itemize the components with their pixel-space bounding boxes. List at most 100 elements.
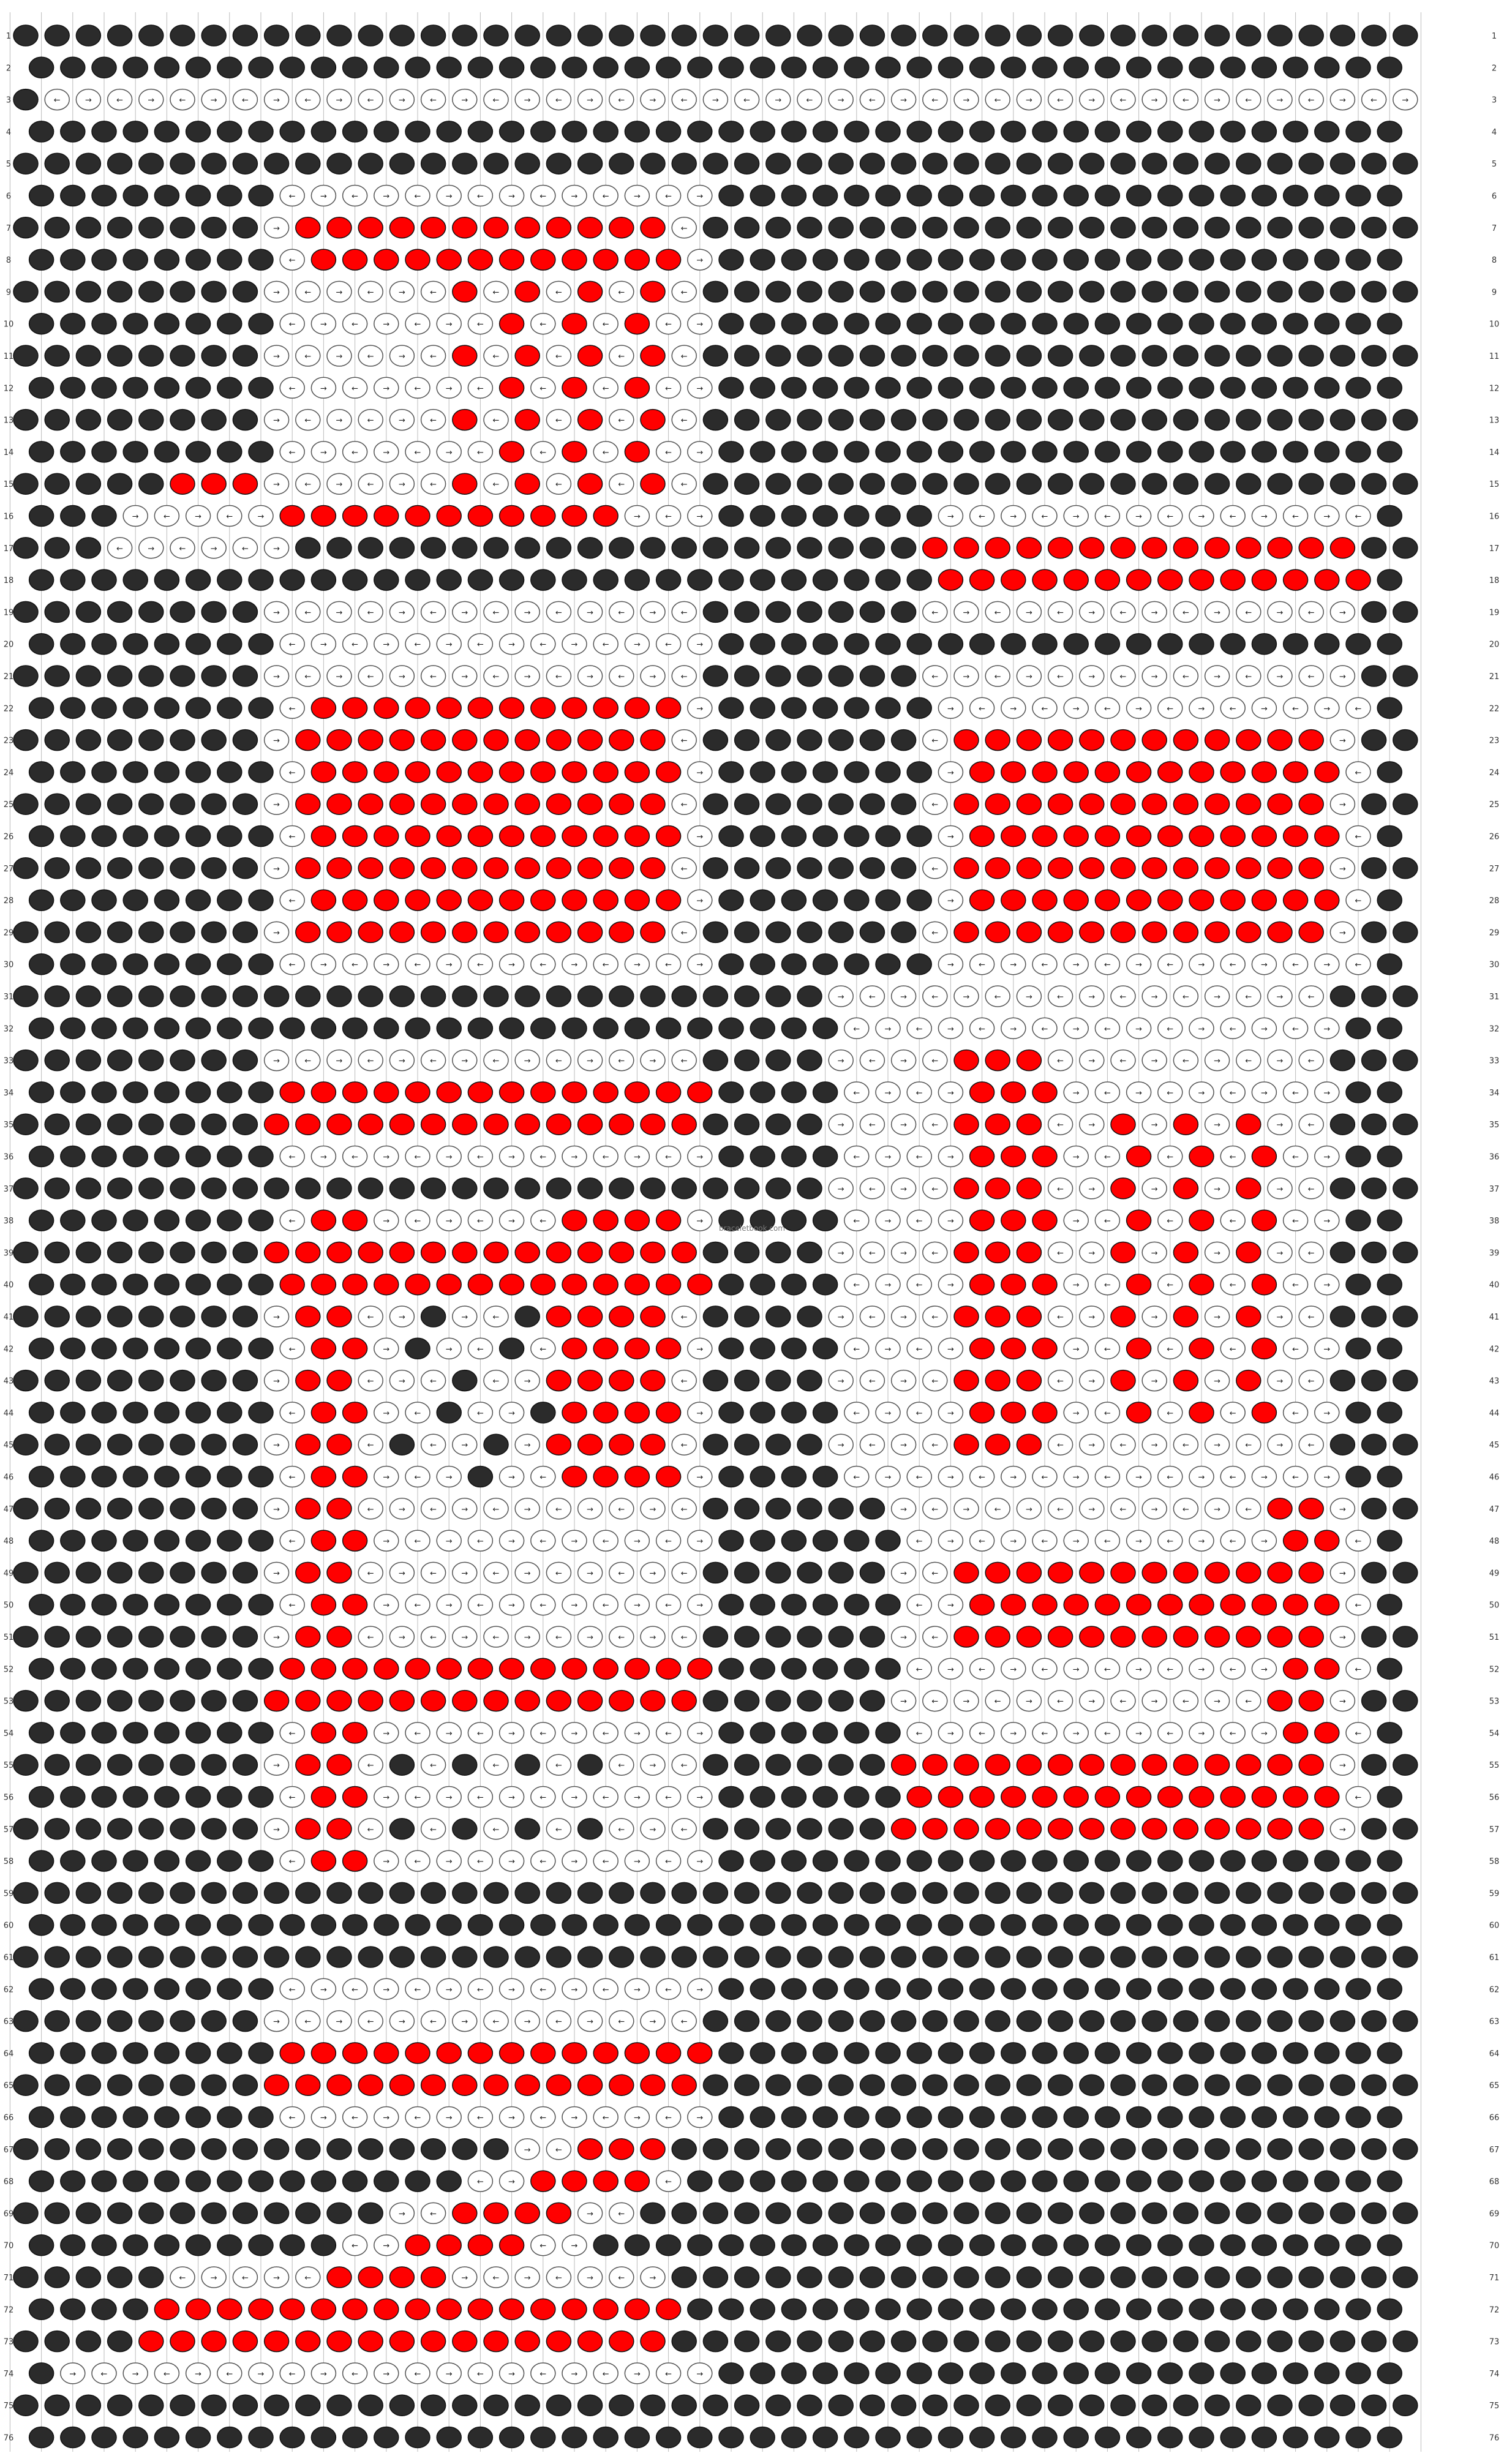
knot [405,1658,431,1680]
knot [781,1786,807,1808]
knot-arrow-icon: → [1261,1665,1268,1674]
knot [1016,1305,1042,1328]
knot [609,473,634,495]
knot [358,1946,383,1968]
knot-arrow-icon: ← [1245,1697,1252,1707]
knot [985,217,1010,239]
knot [1063,825,1089,847]
knot [1063,697,1089,719]
knot [1393,152,1418,175]
knot [13,408,39,431]
knot [687,1850,713,1872]
knot-arrow-icon: → [258,513,265,522]
row-number-right: 35 [1489,1121,1500,1130]
knot [170,152,195,175]
knot [1079,601,1105,623]
knot-arrow-icon: → [508,1857,515,1866]
knot [985,345,1010,367]
knot [1173,1946,1199,1968]
knot-arrow-icon: → [69,2370,76,2379]
knot [1220,1786,1246,1808]
knot [671,2074,697,2096]
knot [60,56,86,79]
knot [1157,1465,1183,1488]
row-number-left: 43 [4,1377,14,1386]
knot [969,1402,995,1424]
knot [906,2170,932,2192]
knot [185,761,211,783]
knot [467,1017,494,1040]
knot [546,2266,572,2288]
knot [1220,1209,1246,1231]
knot [765,1818,791,1840]
knot [1267,1498,1293,1520]
knot [577,280,603,303]
knot [750,1145,775,1168]
knot-arrow-icon: ← [289,896,296,906]
knot [358,793,383,815]
knot [310,1722,337,1744]
knot [953,2074,979,2096]
knot-arrow-icon: ← [367,1825,374,1835]
knot [546,1689,572,1712]
knot [1282,1530,1309,1552]
row-number-left: 24 [4,768,14,778]
knot [342,1145,368,1168]
knot [906,2362,932,2384]
knot [185,825,211,847]
knot [1047,1113,1073,1135]
knot-arrow-icon: → [195,2370,201,2379]
knot [91,249,117,271]
knot [593,312,619,335]
knot [342,1850,368,1872]
knot [859,1433,885,1455]
knot-arrow-icon: ← [603,961,609,970]
knot [1032,953,1058,975]
knot [1047,601,1073,623]
knot [781,377,807,399]
knot [812,2234,838,2256]
knot-arrow-icon: → [947,1601,954,1610]
knot [342,2426,368,2449]
knot [420,1882,446,1904]
knot-arrow-icon: ← [1230,1345,1236,1354]
knot [1220,121,1246,143]
knot [593,1145,619,1168]
knot [420,345,446,367]
knot [28,1658,55,1680]
knot [577,601,603,623]
knot [1047,2266,1073,2288]
knot [374,825,399,847]
knot [609,1689,634,1712]
knot [60,1658,86,1680]
knot [953,921,979,944]
knot [1047,985,1073,1007]
knot [1267,2330,1293,2353]
knot-arrow-icon: → [1010,1729,1017,1738]
knot [1377,2362,1402,2384]
knot-arrow-icon: ← [916,1537,923,1546]
knot [875,2106,901,2128]
knot-arrow-icon: → [1198,513,1205,522]
knot [279,569,305,591]
knot [1204,1818,1230,1840]
knot [248,1081,274,1103]
knot [13,2138,39,2160]
knot [562,1209,587,1231]
knot [1298,601,1324,623]
row-number-right: 6 [1492,192,1497,201]
knot [279,121,305,143]
knot [91,1978,117,2000]
knot [812,569,838,591]
row-number-left: 75 [4,2402,14,2411]
row-number-left: 1 [6,32,11,41]
knot [405,505,431,527]
knot [953,1689,979,1712]
knot [1236,921,1261,944]
knot-arrow-icon: ← [493,1313,500,1322]
knot [609,537,634,559]
knot-arrow-icon: → [947,896,954,906]
knot [718,2426,744,2449]
knot-arrow-icon: → [634,1537,641,1546]
knot [655,1337,682,1360]
